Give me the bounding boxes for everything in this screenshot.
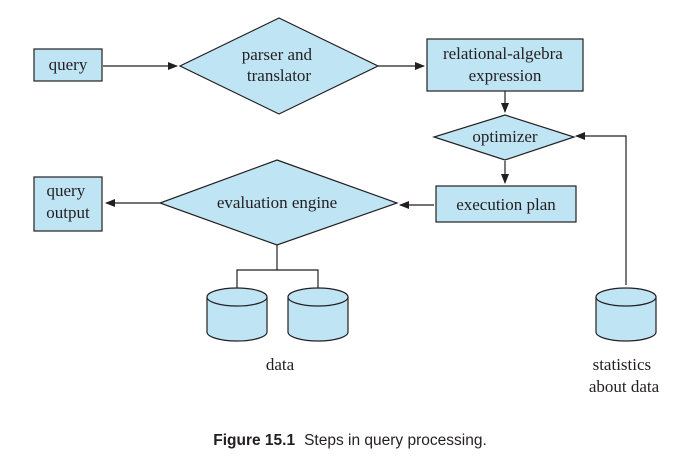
data-cylinder-2-top bbox=[287, 287, 349, 307]
edge-evaluation-to-data bbox=[236, 245, 278, 289]
statistics-cylinder bbox=[595, 287, 657, 342]
evaluation-engine-diamond bbox=[158, 159, 399, 246]
relational-algebra-label: relational-algebra expression bbox=[443, 44, 567, 85]
evaluation-engine-node: evaluation engine bbox=[158, 159, 399, 246]
figure-caption: Figure 15.1 Steps in query processing. bbox=[213, 432, 487, 449]
optimizer-label: optimizer bbox=[472, 127, 537, 146]
data-cylinder-1 bbox=[206, 287, 268, 342]
query-label: query bbox=[49, 55, 88, 74]
statistics-label: statistics about data bbox=[589, 355, 660, 396]
parser-diamond bbox=[178, 17, 380, 115]
statistics-cylinder-top bbox=[595, 287, 657, 307]
query-output-box bbox=[33, 176, 103, 232]
query-output-node: query output bbox=[33, 176, 103, 232]
caption-label: Figure 15.1 bbox=[213, 432, 295, 449]
data-cylinder-2 bbox=[287, 287, 349, 342]
parser-node: parser and translator bbox=[178, 17, 380, 115]
query-output-label: query output bbox=[46, 181, 90, 222]
optimizer-node: optimizer bbox=[432, 114, 576, 161]
evaluation-engine-label: evaluation engine bbox=[217, 193, 337, 212]
query-node: query bbox=[33, 48, 103, 82]
parser-label: parser and translator bbox=[242, 45, 317, 85]
relational-algebra-node: relational-algebra expression bbox=[426, 38, 584, 92]
caption-text: Steps in query processing. bbox=[304, 432, 487, 449]
data-cylinder-1-body bbox=[206, 297, 268, 342]
edge-statistics-to-optimizer bbox=[575, 132, 627, 285]
data-label: data bbox=[266, 355, 295, 374]
data-cylinder-2-body bbox=[287, 297, 349, 342]
edge-evaluation-to-data-2 bbox=[277, 269, 319, 289]
optimizer-diamond bbox=[432, 114, 576, 161]
relational-algebra-box bbox=[426, 38, 584, 92]
query-box bbox=[33, 48, 103, 82]
execution-plan-node: execution plan bbox=[435, 185, 577, 223]
data-cylinder-1-top bbox=[206, 287, 268, 307]
execution-plan-box bbox=[435, 185, 577, 223]
statistics-cylinder-body bbox=[595, 297, 657, 342]
execution-plan-label: execution plan bbox=[456, 195, 556, 214]
